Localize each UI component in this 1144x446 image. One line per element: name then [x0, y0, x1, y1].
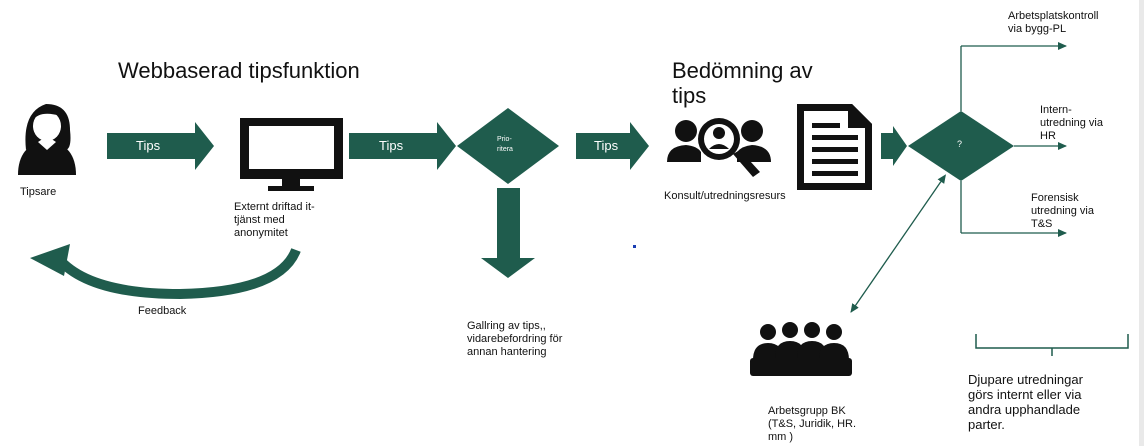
- feedback-arrow: [30, 244, 301, 300]
- working-group-line1: Arbetsgrupp BK: [768, 405, 846, 417]
- deeper-line4: parter.: [968, 417, 1005, 432]
- right-edge-bar: [1139, 0, 1144, 446]
- decision-label: ?: [957, 139, 963, 149]
- sorting-arrow: [481, 188, 535, 278]
- outcome-hr-line2: utredning via: [1040, 117, 1103, 129]
- heading-assessment-line1: Bedömning av: [672, 58, 813, 83]
- deeper-line2: görs internt eller via: [968, 387, 1082, 402]
- sorting-label-line3: annan hantering: [467, 346, 547, 358]
- document-icon: [797, 104, 872, 190]
- tips-label-2: Tips: [379, 138, 404, 153]
- prioritize-line2: ritera: [497, 146, 513, 153]
- outcome-hr-line1: Intern-: [1040, 104, 1072, 116]
- deeper-line1: Djupare utredningar: [968, 372, 1083, 387]
- sorting-label-line1: Gallring av tips,,: [467, 320, 546, 332]
- tipster-label: Tipsare: [20, 186, 57, 198]
- brace: [975, 334, 1129, 356]
- outcome-forensic-line2: utredning via: [1031, 205, 1094, 217]
- person-icon: [18, 104, 76, 175]
- feedback-label: Feedback: [138, 305, 187, 317]
- decision-arrow: [881, 126, 907, 166]
- sorting-label-line2: vidarebefordring för: [467, 333, 563, 345]
- stray-dot: [633, 245, 636, 248]
- outcome-hr-line3: HR: [1040, 130, 1056, 142]
- monitor-icon: [240, 118, 343, 191]
- computer-label-line1: Externt driftad it-: [234, 201, 315, 213]
- outcome-workplace-line1: Arbetsplatskontroll: [1008, 10, 1099, 22]
- outcome-workplace-line2: via bygg-PL: [1008, 23, 1067, 35]
- computer-label-line2: tjänst med: [234, 214, 285, 226]
- outcome-forensic-line3: T&S: [1031, 218, 1053, 230]
- investigation-team-icon: [667, 118, 771, 177]
- tips-label-1: Tips: [136, 138, 161, 153]
- heading-assessment-line2: tips: [672, 83, 707, 108]
- consultant-label: Konsult/utredningsresurs: [664, 190, 786, 202]
- group-icon: [750, 322, 852, 376]
- outcome-forensic-line1: Forensisk: [1031, 192, 1079, 204]
- computer-label-line3: anonymitet: [234, 227, 288, 239]
- heading-web: Webbaserad tipsfunktion: [118, 58, 360, 83]
- branch-lines: [960, 42, 1067, 237]
- prioritize-line1: Prio-: [497, 136, 512, 143]
- tips-arrow-2: [349, 122, 456, 170]
- decision-diamond: [908, 111, 1014, 181]
- tips-arrow-3: [576, 122, 649, 170]
- prioritize-diamond: [457, 108, 559, 184]
- working-group-link: [850, 174, 946, 313]
- working-group-line2: (T&S, Juridik, HR.: [768, 418, 857, 430]
- working-group-line3: mm ): [768, 431, 794, 443]
- deeper-line3: andra upphandlade: [968, 402, 1081, 417]
- tips-label-3: Tips: [594, 138, 619, 153]
- tips-arrow-1: [107, 122, 214, 170]
